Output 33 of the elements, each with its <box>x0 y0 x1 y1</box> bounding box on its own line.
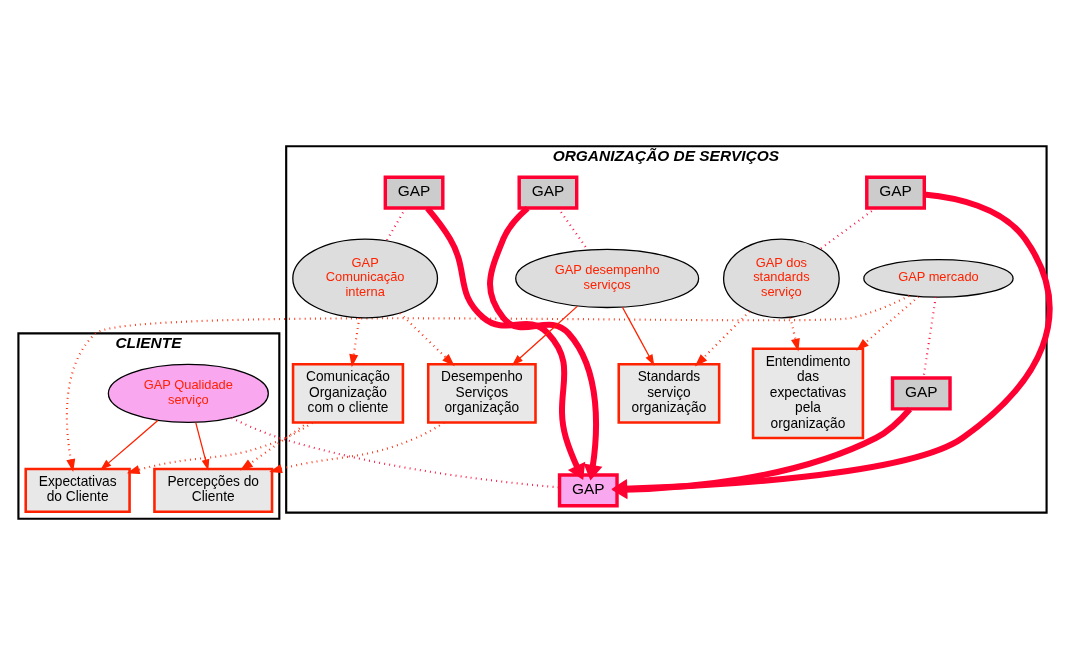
node-box: GAP <box>557 473 619 508</box>
arrow <box>856 295 920 351</box>
node-ellipse: GAP mercado <box>863 259 1014 298</box>
node-box: Comunicação Organização com o cliente <box>291 362 405 424</box>
arrow <box>100 419 159 471</box>
arrow <box>126 421 313 475</box>
node-ellipse: GAP desempenho serviços <box>515 248 700 309</box>
node-box: Desempenho Serviços organização <box>426 362 537 424</box>
node-ellipse: GAP dos standards serviço <box>722 238 840 319</box>
arrow <box>269 421 445 474</box>
arrow <box>349 317 361 368</box>
connector <box>385 207 407 242</box>
node-box: Standards serviço organização <box>617 362 721 424</box>
node-box: Percepções do Cliente <box>153 467 274 514</box>
arrow <box>621 306 655 366</box>
arrow <box>399 312 455 367</box>
node-ellipse: GAP Comunicação interna <box>292 238 439 319</box>
arrow <box>240 421 309 471</box>
arrow <box>789 317 800 352</box>
connector <box>819 207 877 250</box>
node-ellipse: GAP Qualidade serviço <box>107 363 269 424</box>
node-box: GAP <box>865 175 926 210</box>
connector <box>231 417 560 489</box>
node-box: GAP <box>890 376 952 411</box>
node-box: Expectativas do Cliente <box>24 467 131 514</box>
arrow <box>487 205 603 481</box>
arrow <box>65 294 910 473</box>
node-box: GAP <box>517 175 579 210</box>
arrow <box>694 310 751 367</box>
arrow <box>511 305 579 366</box>
arrow <box>195 421 210 471</box>
node-box: GAP <box>383 175 445 210</box>
node-box: Entendimento das expectativas pela organização <box>751 347 865 440</box>
